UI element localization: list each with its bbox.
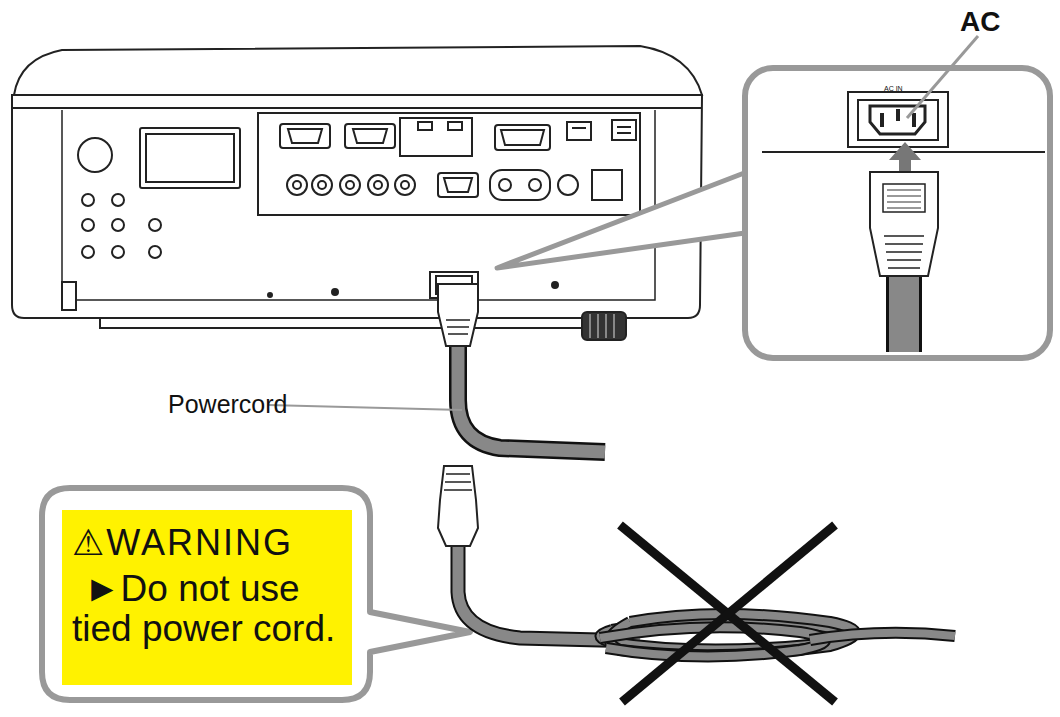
projector-part	[400, 118, 472, 156]
power-cord-part	[446, 320, 470, 334]
projector-part	[368, 175, 388, 195]
zoom-callout	[497, 36, 1050, 358]
projector-part	[146, 134, 234, 182]
zoom-callout-part	[907, 36, 978, 118]
projector-part	[112, 246, 124, 258]
prohibited-cross-part	[620, 525, 835, 702]
zoom-callout-part	[870, 172, 938, 276]
projector-part	[340, 175, 360, 195]
projector-part	[558, 175, 578, 195]
projector-part	[82, 194, 94, 206]
part-label: Powercord	[168, 390, 288, 419]
projector-part	[346, 181, 354, 189]
prohibited-cross	[620, 525, 835, 702]
projector-part	[258, 113, 640, 215]
projector-part	[332, 289, 338, 295]
projector-part	[612, 120, 636, 140]
projector-part	[567, 122, 591, 140]
projector-part	[149, 246, 161, 258]
projector-part	[62, 282, 76, 310]
warning-box: ⚠WARNING ►Do not use tied power cord.	[62, 510, 352, 685]
projector-part	[582, 312, 626, 340]
zoom-callout-part	[870, 106, 925, 134]
power-cord	[438, 284, 605, 452]
projector-part	[12, 95, 702, 318]
zoom-callout-part	[848, 92, 948, 147]
speech-bubble	[42, 488, 470, 700]
projector-part	[280, 124, 330, 148]
projector-part	[592, 170, 622, 200]
power-cord-part	[458, 345, 605, 452]
zoom-callout-part	[858, 100, 938, 140]
projector	[12, 46, 702, 340]
projector-part	[395, 175, 415, 195]
part-label: AC	[960, 6, 1000, 38]
projector-part	[268, 293, 272, 297]
zoom-callout-part	[883, 184, 925, 212]
projector-part	[140, 128, 240, 188]
projector-part	[82, 219, 94, 231]
tied-cord-part	[810, 633, 955, 640]
projector-part	[401, 181, 409, 189]
projector-part	[14, 46, 702, 95]
projector-part	[444, 178, 472, 192]
power-cord-part	[458, 345, 605, 452]
leader-line	[268, 405, 462, 410]
projector-part	[149, 219, 161, 231]
tied-cord-part	[438, 466, 478, 546]
projector-part	[590, 314, 614, 338]
projector-part	[499, 179, 511, 191]
projector-part	[374, 181, 382, 189]
projector-part	[100, 318, 620, 328]
projector-part	[112, 219, 124, 231]
projector-part	[529, 179, 541, 191]
inlet-marking: AC IN	[884, 85, 903, 92]
zoom-callout-part	[912, 113, 916, 127]
tied-cord-part	[444, 474, 472, 490]
projector-part	[287, 175, 307, 195]
zoom-callout-part	[887, 190, 921, 208]
projector-part	[501, 130, 544, 145]
zoom-callout-part	[497, 170, 752, 268]
zoom-callout-part	[745, 68, 1050, 358]
projector-part	[112, 194, 124, 206]
projector-part	[448, 122, 462, 130]
projector-part	[312, 175, 332, 195]
projector-part	[318, 181, 326, 189]
projector-part	[293, 181, 301, 189]
zoom-callout-part	[884, 236, 924, 268]
warning-text: ►Do not use tied power cord.	[72, 569, 344, 649]
projector-part	[552, 282, 558, 288]
zoom-callout-part	[889, 272, 919, 352]
tied-cord-part	[810, 633, 955, 640]
projector-part	[288, 129, 322, 143]
prohibited-cross-part	[622, 525, 835, 702]
zoom-callout-part	[886, 272, 922, 352]
projector-part	[78, 138, 112, 172]
projector-part	[353, 129, 387, 143]
projector-part	[82, 246, 94, 258]
projector-part	[572, 127, 631, 133]
projector-part	[418, 122, 432, 130]
projector-part	[345, 124, 395, 148]
projector-part	[12, 107, 702, 109]
projector-part	[62, 110, 655, 300]
zoom-callout-part	[896, 109, 900, 121]
warning-heading: ⚠WARNING	[72, 523, 344, 563]
projector-part	[490, 170, 550, 200]
projector-part	[495, 125, 550, 150]
projector-part	[438, 173, 478, 197]
zoom-callout-part	[880, 113, 884, 127]
power-cord-part	[438, 284, 478, 346]
tied-cord	[438, 466, 955, 657]
